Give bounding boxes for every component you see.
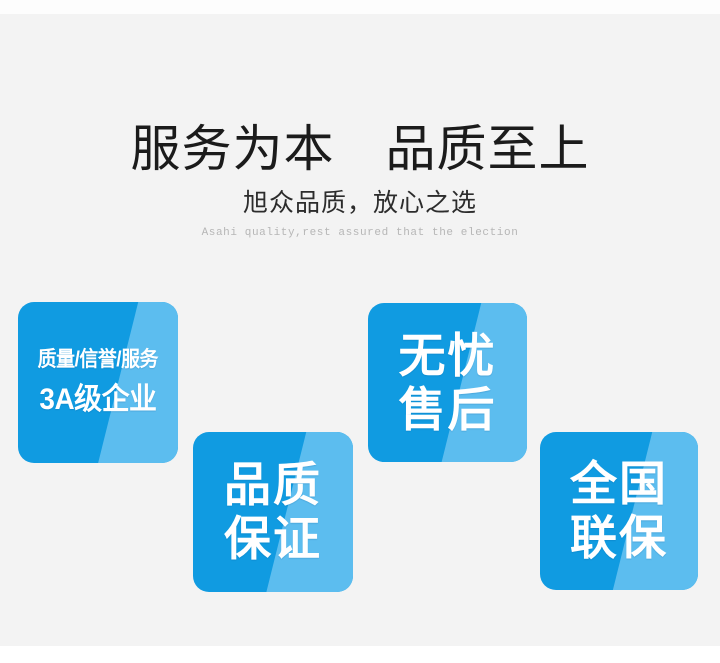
badge-line-secondary: 保证	[224, 512, 322, 565]
badge-line-secondary: 联保	[570, 511, 668, 564]
header-block: 服务为本 品质至上 旭众品质，放心之选 Asahi quality,rest a…	[0, 118, 720, 240]
badge-nationwide-warranty: 全国 联保	[540, 432, 698, 590]
badge-content: 质量/信誉/服务 3A级企业	[18, 302, 178, 463]
badge-line-primary: 质量/信誉/服务	[37, 347, 159, 371]
badge-line-secondary: 3A级企业	[39, 382, 157, 416]
badge-line-secondary: 售后	[398, 382, 497, 436]
bottom-divider	[0, 646, 720, 663]
top-divider	[0, 0, 720, 14]
badge-3a-enterprise: 质量/信誉/服务 3A级企业	[18, 302, 178, 463]
badge-content: 无忧 售后	[368, 303, 527, 462]
subtitle-english: Asahi quality,rest assured that the elec…	[201, 227, 519, 239]
badge-line-primary: 品质	[224, 458, 322, 511]
badge-worry-free-after-sales: 无忧 售后	[368, 303, 527, 462]
badge-quality-guarantee: 品质 保证	[193, 432, 353, 592]
subtitle-chinese: 旭众品质，放心之选	[242, 190, 477, 217]
badge-content: 全国 联保	[540, 432, 698, 590]
badge-content: 品质 保证	[193, 432, 353, 592]
badge-line-primary: 无忧	[398, 328, 497, 382]
page-title: 服务为本 品质至上	[130, 121, 590, 177]
badge-line-primary: 全国	[570, 457, 668, 510]
